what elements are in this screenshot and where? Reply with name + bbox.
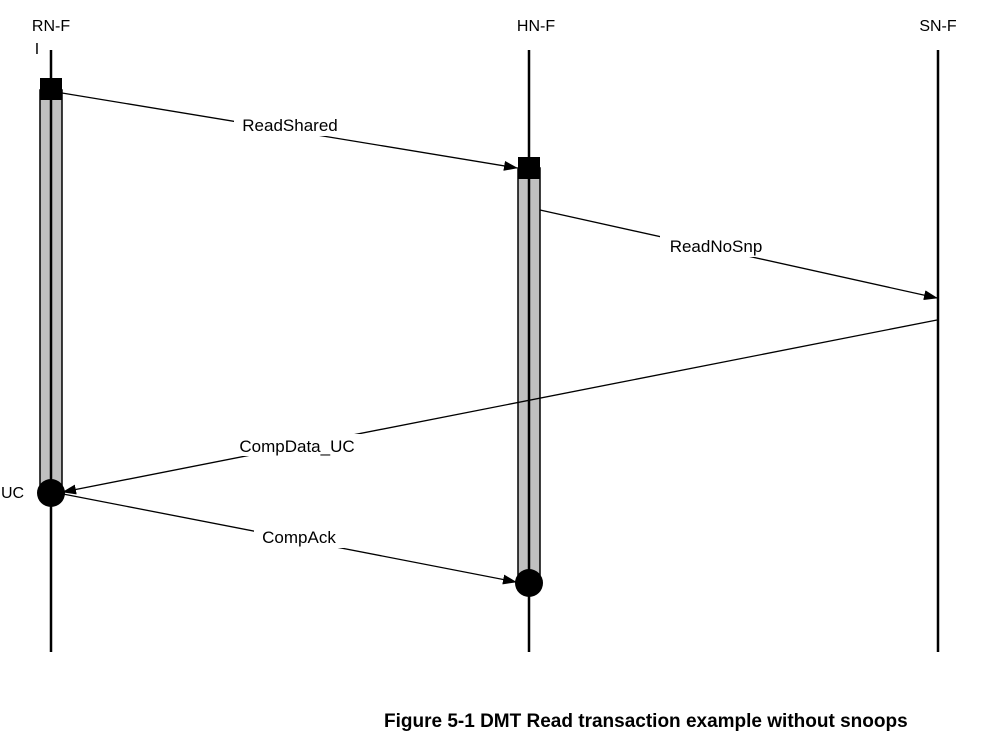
label-bg-readnosnp — [660, 235, 774, 257]
message-label-readshared: ReadShared — [242, 116, 337, 135]
node-label-sn-f: SN-F — [919, 18, 957, 35]
initial-state-label: I — [35, 41, 39, 58]
label-bg-compack — [254, 526, 344, 548]
request-start-square-rn-f — [40, 78, 62, 100]
message-label-readnosnp: ReadNoSnp — [670, 237, 763, 256]
completion-circle-rn-f — [37, 479, 65, 507]
node-label-rn-f: RN-F — [32, 18, 70, 35]
figure-caption: Figure 5-1 DMT Read transaction example … — [384, 711, 908, 732]
request-start-square-hn-f — [518, 157, 540, 179]
message-label-compack: CompAck — [262, 528, 336, 547]
completion-circle-hn-f — [515, 569, 543, 597]
message-label-compdata-uc: CompData_UC — [239, 437, 354, 456]
label-bg-readshared — [234, 114, 346, 136]
sequence-diagram: RN-F I HN-F SN-F ReadShared ReadNoSnp Co… — [1, 18, 957, 652]
node-label-hn-f: HN-F — [517, 18, 555, 35]
label-bg-compdata-uc — [228, 434, 368, 456]
message-arrow-compdata-uc — [62, 319, 938, 495]
final-state-label: UC — [1, 485, 24, 502]
